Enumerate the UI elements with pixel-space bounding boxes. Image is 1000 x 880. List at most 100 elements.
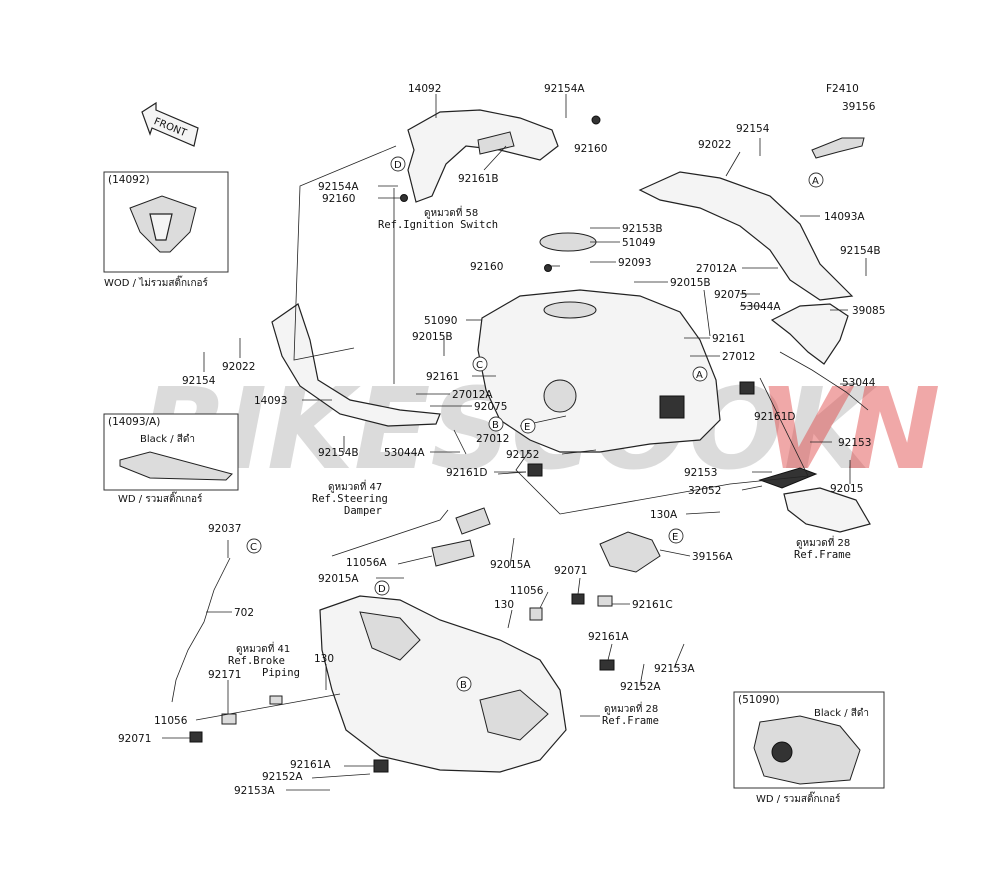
damper-92161a-low	[373, 759, 389, 773]
ref-thai: ดูหมวดที่ 58	[424, 205, 478, 219]
part-label: 92015B	[670, 277, 711, 289]
reference-notes: ดูหมวดที่ 58 Ref.Ignition Switch ดูหมวดท…	[228, 205, 851, 727]
fuel-cap-51049	[539, 232, 597, 252]
part-label: 92161D	[754, 411, 796, 423]
damper-92161d	[527, 463, 543, 477]
fuel-pump-opening	[543, 379, 577, 413]
part-label: 92160	[574, 143, 607, 155]
part-label: 130	[314, 653, 334, 665]
inset-title: (51090)	[738, 694, 780, 706]
callout-b-frame: B	[460, 680, 467, 691]
clip-130	[269, 695, 283, 705]
ref-text: Piping	[262, 667, 300, 679]
ref-thai: ดูหมวดที่ 41	[236, 641, 290, 655]
inset-color: Black / สีดำ	[140, 433, 195, 445]
sticker-39156a	[599, 531, 661, 573]
clamp-92161c	[597, 595, 613, 607]
tank-bracket	[659, 395, 685, 419]
ref-thai: ดูหมวดที่ 47	[328, 479, 382, 493]
part-label: 11056	[510, 585, 544, 597]
seal-strip-53044a	[703, 289, 711, 337]
cap-icon	[771, 741, 793, 763]
grommet-11056-left	[221, 713, 237, 725]
bracket-11056a	[431, 539, 475, 567]
ref-text: Ref.Frame	[794, 549, 851, 561]
part-label: 53044A	[384, 447, 425, 459]
part-label: 92071	[554, 565, 587, 577]
callout-c-hose: C	[250, 542, 257, 553]
bolt-92160-left	[400, 194, 408, 202]
part-label: 14093A	[824, 211, 865, 223]
front-arrow-icon: FRONT	[141, 101, 199, 147]
part-label: 92154A	[318, 181, 359, 193]
bolt-92160	[591, 115, 601, 125]
part-label: 92161B	[458, 173, 499, 185]
leader-lines	[162, 94, 867, 791]
part-label: 92152A	[620, 681, 661, 693]
part-label: 92022	[222, 361, 255, 373]
ref-thai: ดูหมวดที่ 28	[604, 701, 658, 715]
part-label: 14092	[408, 83, 441, 95]
part-label: 14093	[254, 395, 287, 407]
damper-92161a	[599, 659, 615, 671]
tank-filler-neck	[543, 301, 597, 319]
part-label: 53044A	[740, 301, 781, 313]
inset-box-51090: (51090) Black / สีดำ WD / รวมสติ๊กเกอร์	[733, 691, 885, 805]
part-label: 92161A	[290, 759, 331, 771]
boundary-left	[293, 145, 397, 361]
part-label: 92153	[838, 437, 871, 449]
fuel-tank	[477, 289, 721, 453]
side-cover-right	[638, 171, 854, 301]
knee-pad-39085	[770, 303, 849, 365]
cowl-sticker	[477, 131, 515, 155]
steering-head	[359, 611, 421, 661]
part-label: 92154B	[840, 245, 881, 257]
part-label: 92161D	[446, 467, 488, 479]
boundary-lower	[331, 509, 449, 557]
part-label: 27012A	[696, 263, 737, 275]
part-label: 92075	[474, 401, 507, 413]
part-label: 92093	[618, 257, 651, 269]
part-label: 51090	[424, 315, 457, 327]
boundary-right	[515, 377, 809, 515]
part-label: 27012	[476, 433, 509, 445]
part-label: 51049	[622, 237, 655, 249]
inset-title: (14092)	[108, 174, 150, 186]
inset-box-14093a: (14093/A) Black / สีดำ WD / รวมสติ๊กเกอร…	[103, 413, 239, 505]
seal-strip-53044a-left	[453, 429, 467, 455]
ref-text: Ref.Broke	[228, 655, 285, 667]
part-label: 39156	[842, 101, 876, 113]
part-label: 39156A	[692, 551, 733, 563]
part-label: 92075	[714, 289, 747, 301]
tank-thumbnail	[753, 715, 861, 785]
bolt-92160-mid	[544, 264, 552, 272]
side-cover-left	[271, 303, 441, 427]
inset-color: Black / สีดำ	[814, 707, 869, 719]
part-label: 92037	[208, 523, 241, 535]
hardware-group	[189, 115, 755, 773]
part-label: 92161C	[632, 599, 673, 611]
ref-text: Damper	[344, 505, 382, 517]
seal-strip-53044	[779, 351, 869, 411]
rear-frame-mount	[783, 487, 871, 533]
part-label: 92154	[182, 375, 216, 387]
callout-b: B	[492, 420, 499, 431]
part-label: 11056	[154, 715, 188, 727]
inset-note: WD / รวมสติ๊กเกอร์	[118, 491, 203, 505]
upper-cowl	[407, 109, 559, 203]
part-label: 130	[494, 599, 514, 611]
callout-d-frame: D	[378, 584, 386, 595]
part-label: 92161	[712, 333, 745, 345]
callout-a: A	[812, 176, 819, 187]
breather-hose-702	[171, 557, 231, 703]
grommet-11056	[529, 607, 543, 621]
part-label: 92071	[118, 733, 151, 745]
inset-box-14092: (14092) WOD / ไม่รวมสติ๊กเกอร์	[103, 171, 229, 289]
callout-circles: D A C A B E C E D B	[246, 156, 824, 692]
part-label: 92015	[830, 483, 863, 495]
part-label: 32052	[688, 485, 721, 497]
part-label: 27012	[722, 351, 755, 363]
part-label: 92153B	[622, 223, 663, 235]
callout-d: D	[394, 160, 402, 171]
